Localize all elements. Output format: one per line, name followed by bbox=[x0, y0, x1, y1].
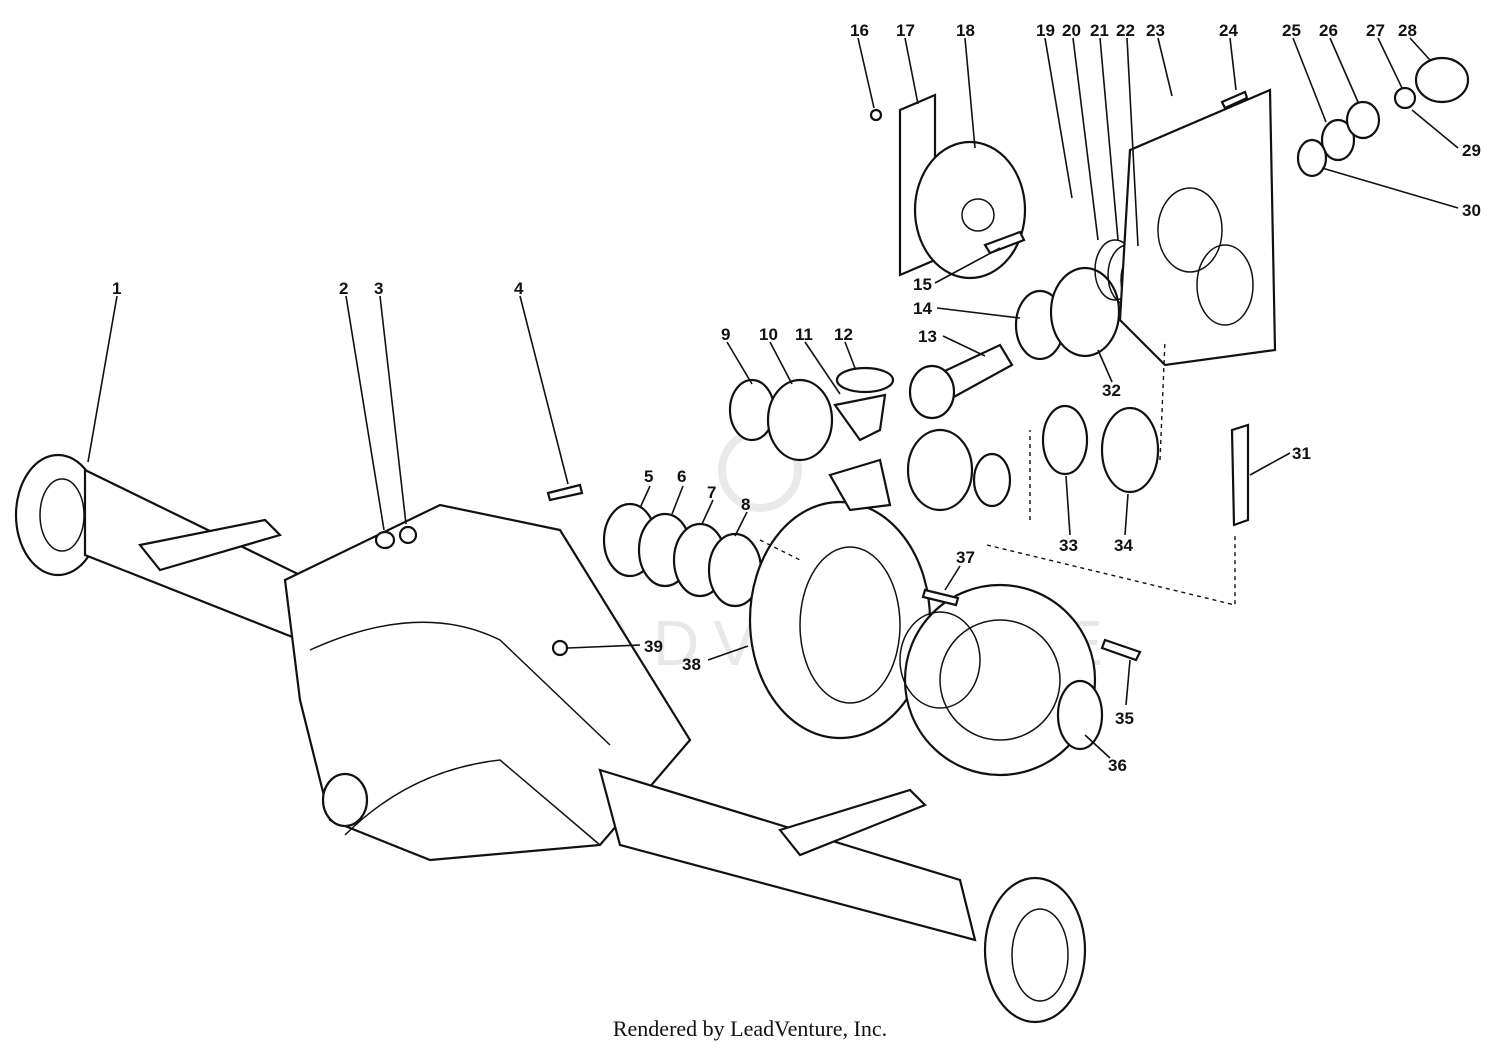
differential-gears bbox=[728, 366, 1012, 512]
callout-4: 4 bbox=[514, 279, 524, 298]
parts-24-30 bbox=[1220, 56, 1470, 178]
callout-16: 16 bbox=[850, 21, 869, 40]
callout-29: 29 bbox=[1462, 141, 1481, 160]
differential-case bbox=[899, 583, 1104, 777]
callout-2: 2 bbox=[339, 279, 348, 298]
leader-lines bbox=[87, 37, 1459, 759]
callout-33: 33 bbox=[1059, 536, 1078, 555]
callout-21: 21 bbox=[1090, 21, 1109, 40]
ring-gear bbox=[748, 500, 932, 740]
callout-18: 18 bbox=[956, 21, 975, 40]
callout-26: 26 bbox=[1319, 21, 1338, 40]
callout-11: 11 bbox=[795, 325, 813, 344]
callout-35: 35 bbox=[1115, 709, 1134, 728]
bolt-and-pin bbox=[551, 588, 1142, 662]
callout-22: 22 bbox=[1116, 21, 1135, 40]
callout-25: 25 bbox=[1282, 21, 1301, 40]
shim-rings bbox=[602, 502, 763, 608]
callout-10: 10 bbox=[759, 325, 778, 344]
carrier-housing bbox=[1118, 88, 1277, 367]
callout-9: 9 bbox=[721, 325, 730, 344]
parts-2-3-4 bbox=[374, 483, 584, 550]
axle-housing bbox=[14, 453, 1087, 1024]
callout-38: 38 bbox=[682, 655, 701, 674]
footer-credit: Rendered by LeadVenture, Inc. bbox=[612, 1016, 888, 1041]
callout-23: 23 bbox=[1146, 21, 1165, 40]
callout-24: 24 bbox=[1219, 21, 1238, 40]
callout-27: 27 bbox=[1366, 21, 1385, 40]
callout-28: 28 bbox=[1398, 21, 1417, 40]
callout-36: 36 bbox=[1108, 756, 1127, 775]
callout-5: 5 bbox=[644, 467, 653, 486]
callout-32: 32 bbox=[1102, 381, 1121, 400]
callout-19: 19 bbox=[1036, 21, 1055, 40]
callout-13: 13 bbox=[918, 327, 937, 346]
callout-8: 8 bbox=[741, 495, 750, 514]
callout-31: 31 bbox=[1292, 444, 1311, 463]
callout-34: 34 bbox=[1114, 536, 1133, 555]
pin-31 bbox=[1230, 423, 1250, 527]
pinion-shaft bbox=[908, 343, 1014, 420]
callout-17: 17 bbox=[896, 21, 915, 40]
callout-15: 15 bbox=[913, 275, 932, 294]
bearings bbox=[1014, 266, 1160, 494]
callout-37: 37 bbox=[956, 548, 975, 567]
callout-12: 12 bbox=[834, 325, 853, 344]
callout-3: 3 bbox=[374, 279, 383, 298]
callout-20: 20 bbox=[1062, 21, 1081, 40]
callout-labels: 1 2 3 4 5 6 7 8 9 10 11 12 13 14 15 16 1… bbox=[112, 21, 1481, 775]
callout-14: 14 bbox=[913, 299, 932, 318]
callout-1: 1 bbox=[112, 279, 121, 298]
callout-30: 30 bbox=[1462, 201, 1481, 220]
callout-6: 6 bbox=[677, 467, 686, 486]
assembly-lines bbox=[759, 339, 1236, 606]
callout-7: 7 bbox=[707, 483, 716, 502]
callout-39: 39 bbox=[644, 637, 663, 656]
cover-plate bbox=[869, 93, 1027, 280]
